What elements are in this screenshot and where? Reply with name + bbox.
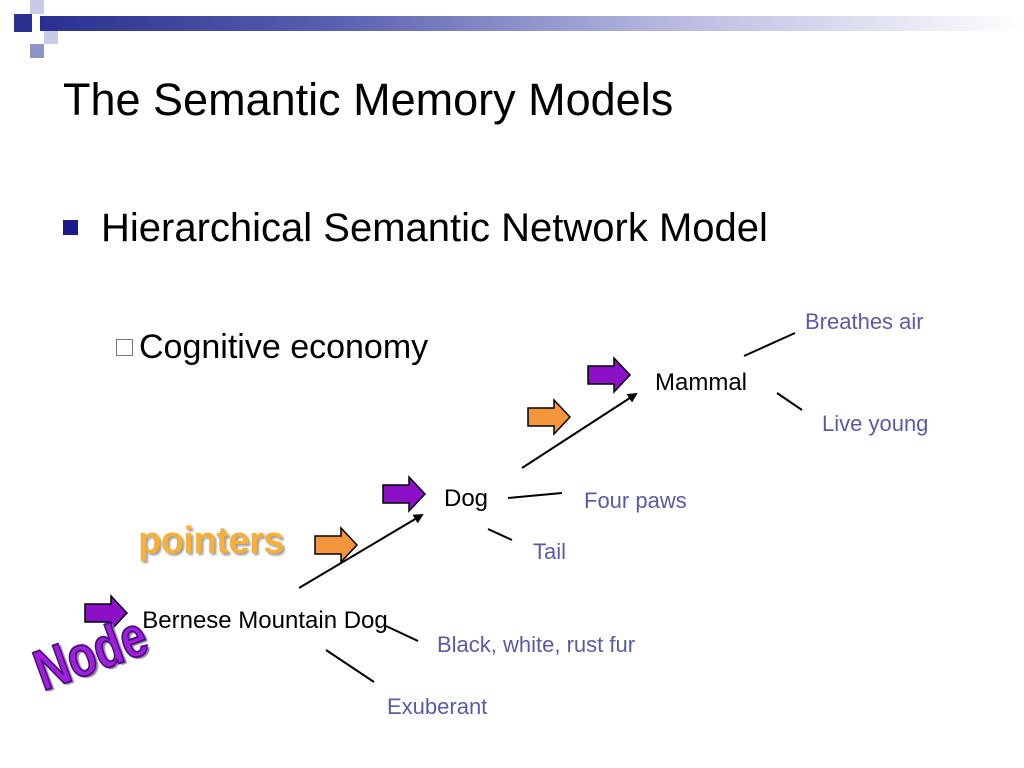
prop-link-fur <box>385 625 419 642</box>
property-four-paws: Four paws <box>584 488 687 513</box>
pointers-annotation: pointers <box>138 520 284 562</box>
isa-link-bernese-dog <box>298 513 424 589</box>
property-tail: Tail <box>533 539 567 564</box>
deco-square <box>44 30 58 44</box>
property-breathes-air: Breathes air <box>805 309 924 334</box>
prop-link-four-paws <box>507 492 563 499</box>
deco-square <box>0 0 14 14</box>
square-bullet-icon <box>63 220 78 235</box>
isa-link-dog-mammal <box>521 392 638 469</box>
bullet-level1-text: Hierarchical Semantic Network Model <box>101 206 768 250</box>
pointer-arrow-bernese-dog <box>314 526 359 564</box>
bullet-level1: Hierarchical Semantic Network Model <box>63 206 768 251</box>
hollow-square-bullet-icon <box>116 339 133 356</box>
prop-link-breathes-air <box>743 332 796 357</box>
node-dog: Dog <box>444 485 489 512</box>
deco-square <box>30 0 44 14</box>
prop-link-exuberant <box>325 649 375 683</box>
property-live-young: Live young <box>822 411 929 436</box>
deco-square <box>14 14 32 32</box>
node-bernese-mountain-dog: Bernese Mountain Dog <box>142 607 388 634</box>
title-bar-decoration <box>40 16 1024 31</box>
node-arrow-bernese <box>84 594 129 632</box>
node-mammal: Mammal <box>655 369 748 396</box>
deco-square <box>30 44 44 58</box>
slide-title: The Semantic Memory Models <box>63 74 674 125</box>
bullet-level2-text: Cognitive economy <box>139 328 429 366</box>
prop-link-live-young <box>776 392 803 411</box>
bullet-level2: Cognitive economy <box>116 328 428 367</box>
property-fur: Black, white, rust fur <box>437 632 636 657</box>
prop-link-tail <box>487 528 513 541</box>
node-arrow-mammal <box>587 356 632 394</box>
property-exuberant: Exuberant <box>387 694 488 719</box>
node-arrow-dog <box>382 475 427 513</box>
pointer-arrow-dog-mammal <box>527 398 572 436</box>
